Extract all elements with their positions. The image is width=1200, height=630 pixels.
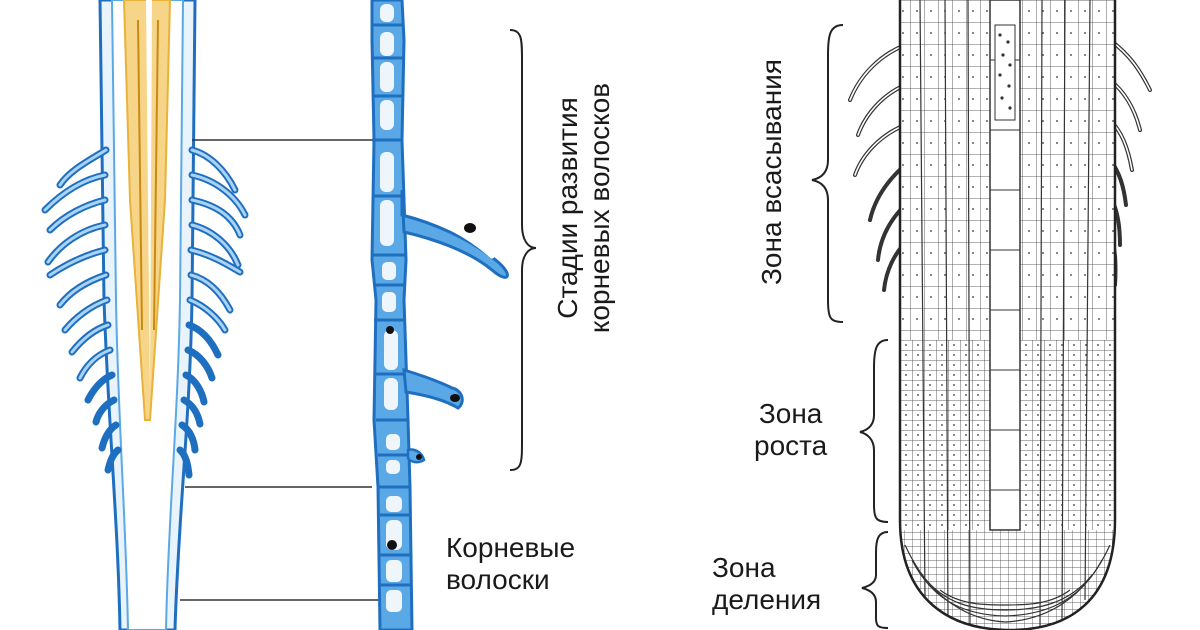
root-hairs-label: Корневые волоски xyxy=(446,532,575,596)
growth-zone-label: Зона роста xyxy=(754,398,827,462)
division-zone-line2: деления xyxy=(712,584,822,615)
root-tip-section xyxy=(811,0,1152,630)
growth-zone-line1: Зона xyxy=(758,398,823,429)
absorption-zone-label: Зона всасывания xyxy=(756,59,787,285)
growth-zone-line2: роста xyxy=(754,430,828,461)
root-hairs-line2: волоски xyxy=(446,564,550,595)
root-hairs-line1: Корневые xyxy=(446,532,576,563)
division-zone-line1: Зона xyxy=(712,552,776,583)
hair-development-cells xyxy=(370,0,537,630)
hair-stages-line1: Стадии развития xyxy=(552,97,583,319)
hair-stages-line2: корневых волосков xyxy=(584,82,615,334)
division-zone-label: Зона деления xyxy=(712,552,821,616)
root-with-hairs xyxy=(41,0,385,630)
hair-stages-label: Стадии развития корневых волосков xyxy=(552,28,616,388)
